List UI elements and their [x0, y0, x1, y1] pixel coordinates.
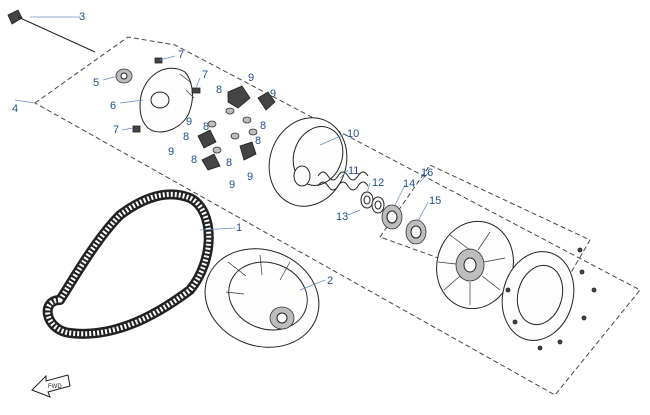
callout-16: 16 — [421, 167, 433, 179]
bearing-part — [381, 204, 403, 230]
callout-4: 4 — [12, 103, 18, 115]
callout-labels: 3 4 5 6 7 7 7 9 8 9 9 8 8 8 8 9 8 8 9 9 … — [12, 11, 441, 287]
drive-sheave-part — [268, 117, 348, 207]
callout-9-e: 9 — [247, 171, 253, 183]
callout-3: 3 — [79, 11, 85, 23]
callout-11: 11 — [348, 165, 359, 177]
drive-belt-part — [42, 189, 214, 339]
callout-13: 13 — [336, 211, 348, 223]
nut-part — [115, 68, 133, 84]
callout-9-a: 9 — [248, 72, 254, 84]
callout-2: 2 — [327, 275, 333, 287]
callout-8-d: 8 — [183, 131, 189, 143]
callout-8-e: 8 — [255, 135, 261, 147]
clip-part — [132, 57, 201, 133]
callout-1: 1 — [236, 222, 242, 234]
washer-parts — [360, 191, 385, 214]
cam-plate-part — [139, 67, 195, 133]
inner-bearing-part — [405, 219, 427, 245]
callout-8-b: 8 — [203, 121, 209, 133]
callout-7-left: 7 — [113, 124, 119, 136]
callout-8-c: 8 — [260, 120, 266, 132]
spring-part — [317, 171, 369, 191]
forward-direction-arrow: FWD — [31, 374, 71, 398]
callout-9-c: 9 — [186, 116, 192, 128]
cover-plate-part — [501, 247, 597, 351]
callout-9-b: 9 — [270, 88, 276, 100]
callout-8-g: 8 — [226, 157, 232, 169]
roller-slider-parts — [197, 85, 276, 171]
callout-12: 12 — [372, 177, 384, 189]
callout-10: 10 — [347, 128, 359, 140]
callout-15: 15 — [429, 195, 441, 207]
leader-lines — [14, 16, 429, 291]
callout-7-mid: 7 — [202, 69, 208, 81]
callout-7-top: 7 — [178, 49, 184, 61]
callout-5: 5 — [93, 77, 99, 89]
callout-9-d: 9 — [168, 146, 174, 158]
callout-9-f: 9 — [229, 179, 235, 191]
bolt-part — [7, 9, 96, 53]
callout-8-f: 8 — [191, 154, 197, 166]
driven-pulley-part — [204, 248, 320, 348]
callout-14: 14 — [403, 178, 415, 190]
fwd-label: FWD — [48, 384, 62, 390]
callout-6: 6 — [110, 100, 116, 112]
callout-8-a: 8 — [216, 84, 222, 96]
fan-sheave-part — [436, 220, 514, 310]
